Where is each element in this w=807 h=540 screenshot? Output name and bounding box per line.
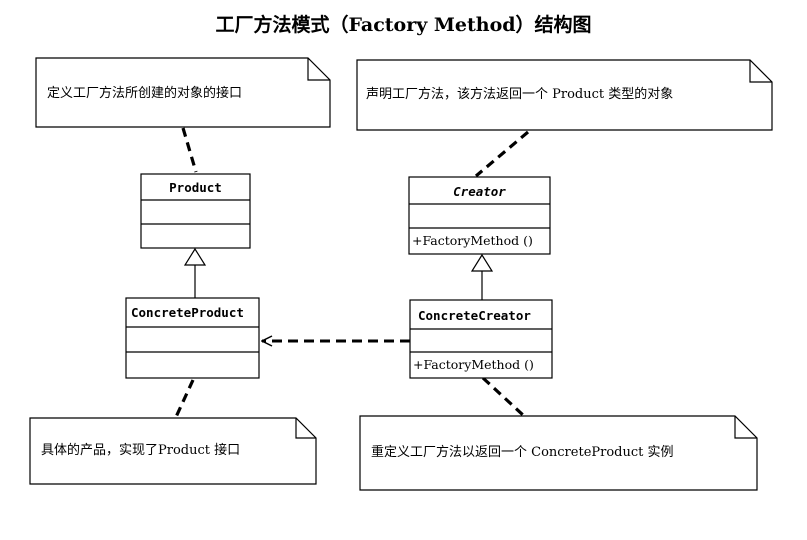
diagram-title: 工厂方法模式（Factory Method）结构图	[215, 14, 592, 36]
note-creator-text: 声明工厂方法，该方法返回一个 Product 类型的对象	[366, 87, 674, 102]
class-product	[140, 173, 251, 249]
connector-concrete-creator-note	[481, 376, 525, 417]
class-product-name: Product	[169, 180, 222, 195]
note-product	[35, 57, 331, 128]
class-creator-method: +FactoryMethod ()	[412, 233, 533, 248]
class-creator	[408, 176, 551, 255]
class-creator-name: Creator	[453, 184, 506, 199]
connector-concrete-product-note	[174, 379, 195, 418]
note-product-text: 定义工厂方法所创建的对象的接口	[47, 86, 243, 101]
note-concrete-creator-text: 重定义工厂方法以返回一个 ConcreteProduct 实例	[371, 445, 674, 460]
class-concrete-creator-name: ConcreteCreator	[418, 308, 531, 323]
class-concrete-creator	[409, 299, 553, 379]
class-concrete-creator-method: +FactoryMethod ()	[413, 357, 534, 372]
class-concrete-product	[125, 297, 260, 379]
connector-product-note	[181, 127, 198, 173]
inheritance-creator	[470, 253, 494, 300]
note-concrete-product	[29, 417, 317, 485]
class-concrete-product-name: ConcreteProduct	[131, 305, 244, 320]
inheritance-product	[183, 247, 207, 298]
connector-creator-note	[474, 130, 530, 178]
note-creator	[356, 59, 773, 131]
note-concrete-creator	[359, 415, 758, 491]
note-concrete-product-text: 具体的产品，实现了Product 接口	[41, 443, 241, 458]
